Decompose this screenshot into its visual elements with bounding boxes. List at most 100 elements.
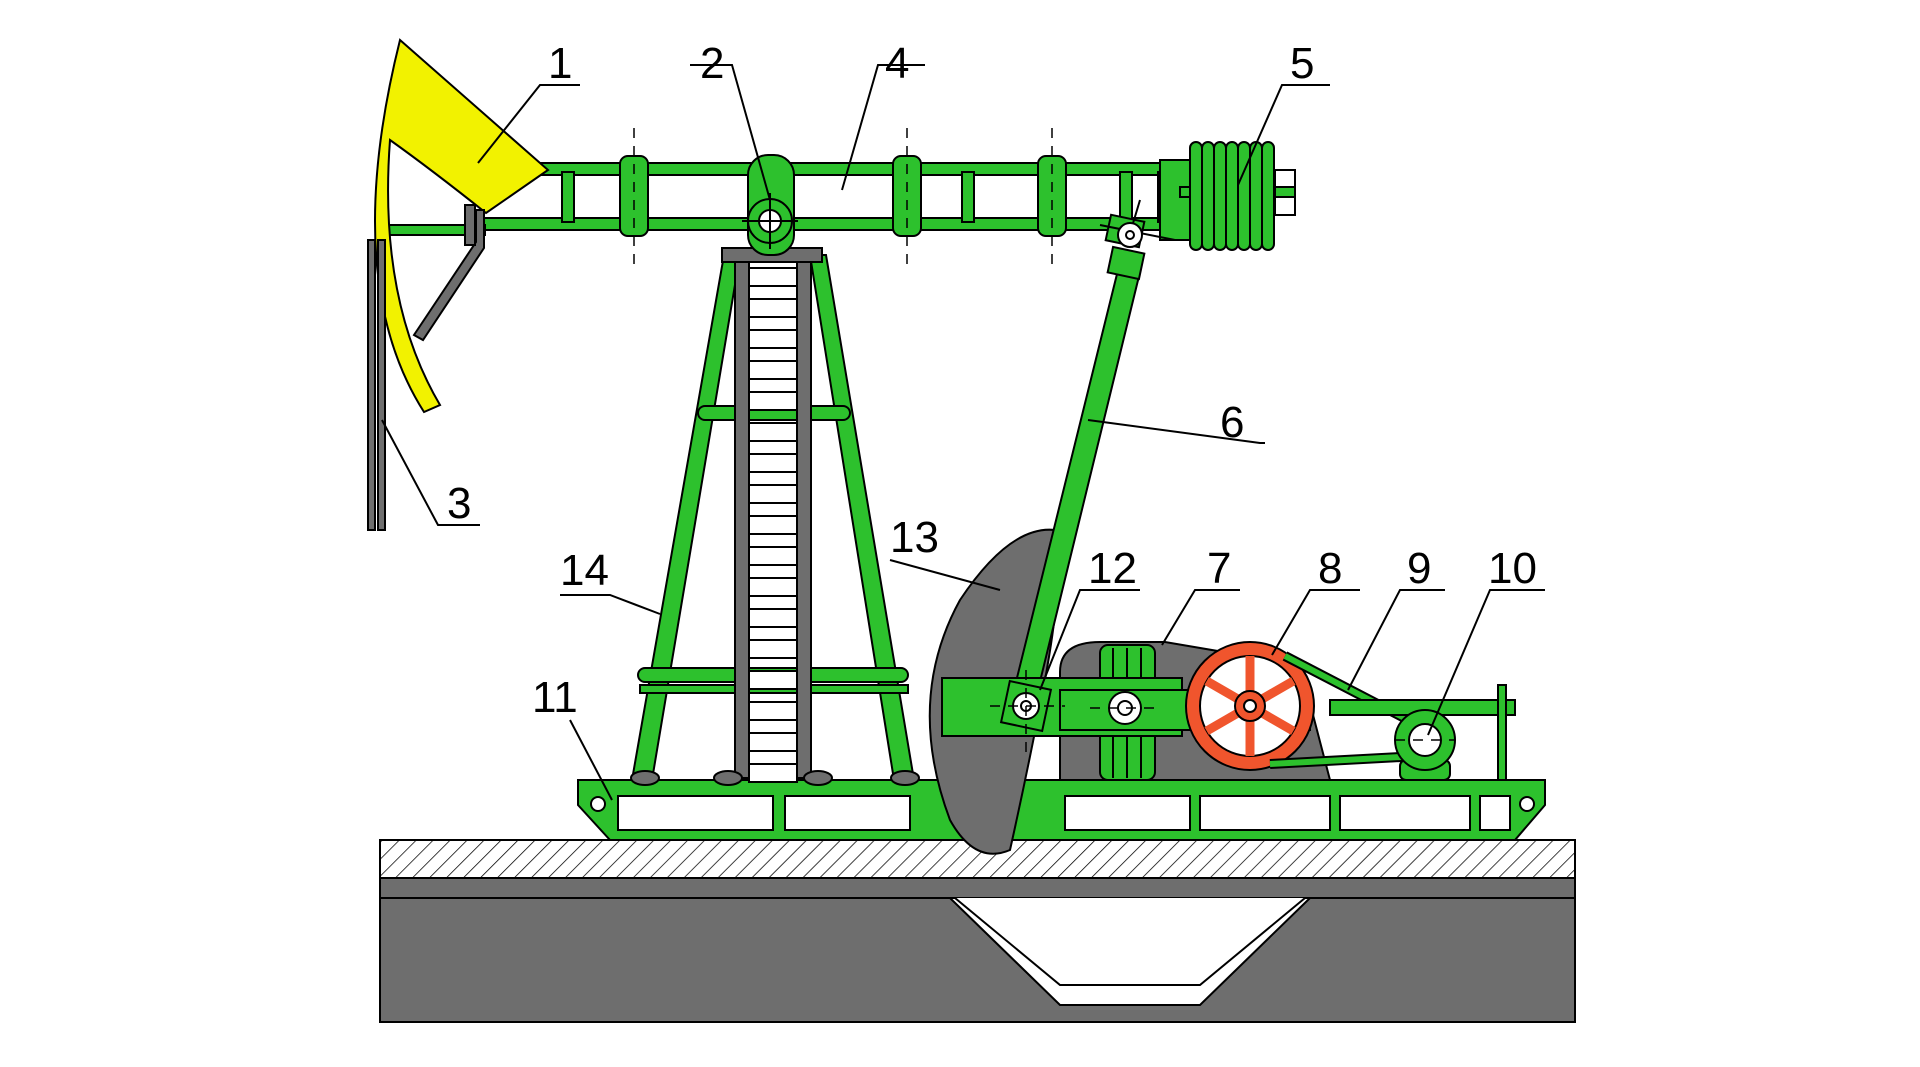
ladder-rung (748, 608, 798, 628)
equalizer-bearing (1117, 222, 1143, 248)
counterweight-plate (1189, 141, 1203, 251)
callout-5: 5 (1290, 39, 1314, 88)
ladder-rung (748, 763, 798, 783)
pitman-top-block (1106, 245, 1146, 281)
equalizer-bearing-dot (1125, 230, 1135, 240)
motor-pulley (1394, 709, 1456, 781)
saddle-bearing (742, 154, 798, 256)
pitman-arm-body (1010, 268, 1142, 704)
callout-1: 1 (548, 39, 572, 88)
beam-counterweights (1189, 141, 1275, 251)
base-frame-window (1479, 795, 1511, 831)
pitman-arm (1010, 199, 1176, 704)
drive-belt (1269, 651, 1516, 781)
base-bolt (1519, 796, 1535, 812)
leader-12 (1039, 589, 1140, 691)
base-frame-window (1199, 795, 1331, 831)
beam-strut (961, 171, 975, 223)
bridle-cable-2 (377, 239, 386, 531)
ladder-rung (748, 453, 798, 473)
leader-13 (889, 559, 1001, 591)
foundation-block (379, 897, 1576, 1023)
horse-head (374, 38, 550, 414)
callout-11: 11 (532, 673, 578, 722)
ladder-rung (748, 329, 798, 349)
ladder-rung (748, 732, 798, 752)
leader-5 (1237, 84, 1330, 186)
foundation-pit (954, 897, 1306, 986)
beam-strut (1119, 171, 1133, 223)
ladder-rung (748, 391, 798, 411)
counterweight-plate (1201, 141, 1215, 251)
counterweight-plate (1225, 141, 1239, 251)
leader-7 (1161, 589, 1240, 646)
horse-head-brace-2 (464, 204, 476, 246)
beam-end-bracket (1159, 159, 1191, 241)
counterweight-plate (1237, 141, 1251, 251)
ladder-rung (748, 670, 798, 690)
callout-2: 2 (700, 39, 724, 88)
foot-left (630, 770, 660, 786)
beam-bottom-chord (469, 217, 1191, 231)
base-frame-window (1339, 795, 1471, 831)
foot-right (803, 770, 833, 786)
leader-10 (1427, 589, 1545, 736)
base-frame-window (784, 795, 911, 831)
base-bolt (590, 796, 606, 812)
callout-9: 9 (1407, 544, 1431, 593)
callout-3: 3 (447, 479, 471, 528)
callout-12: 12 (1088, 544, 1137, 593)
left-leg (630, 254, 742, 781)
callout-4: 4 (885, 39, 909, 88)
base-frame-window (617, 795, 774, 831)
counterweight-plate (1213, 141, 1227, 251)
callout-14: 14 (560, 546, 609, 595)
ladder-rung (748, 577, 798, 597)
samson-post (630, 247, 920, 786)
leader-14 (560, 594, 661, 615)
callout-7: 7 (1207, 544, 1231, 593)
callout-6: 6 (1220, 398, 1244, 447)
beam-strut (561, 171, 575, 223)
counterweight-plate (1261, 141, 1275, 251)
ladder-rung (748, 484, 798, 504)
ladder-rung (748, 267, 798, 287)
base-frame-window (1064, 795, 1191, 831)
leader-3 (381, 419, 480, 526)
leader-4 (841, 64, 925, 191)
leader-2 (690, 64, 771, 201)
callout-13: 13 (890, 513, 939, 562)
ladder-rung (748, 515, 798, 535)
base-frame (577, 779, 1546, 841)
ladder-rung (748, 701, 798, 721)
foot-mid (713, 770, 743, 786)
ladder-rungs (748, 267, 798, 783)
ladder-right-rail (796, 257, 812, 779)
foot-far-right (890, 770, 920, 786)
horse-head-body (374, 38, 550, 414)
callout-8: 8 (1318, 544, 1342, 593)
ladder-rung (748, 360, 798, 380)
leader-lines (381, 64, 1545, 801)
crank-pin-bearing (990, 670, 1065, 755)
callout-10: 10 (1488, 544, 1537, 593)
leader-11 (569, 719, 613, 801)
ladder-rung (748, 546, 798, 566)
leader-6 (1087, 419, 1265, 444)
leader-9 (1347, 589, 1445, 691)
flywheel-hub-bore (1243, 699, 1257, 713)
bridle-cable (367, 239, 376, 531)
bridle (367, 239, 386, 531)
ladder-rung (748, 639, 798, 659)
counterweight-plate (1249, 141, 1263, 251)
leader-8 (1271, 589, 1360, 656)
callout-labels: 1 2 3 4 5 6 7 8 9 10 11 12 13 14 (447, 39, 1537, 722)
flywheel (1185, 641, 1315, 771)
ladder-rung (748, 298, 798, 318)
ladder-rung (748, 422, 798, 442)
motor-rail-post (1497, 684, 1507, 781)
leader-1 (477, 84, 580, 164)
belt-lower-fill (1269, 753, 1421, 767)
ladder-left-rail (734, 257, 750, 779)
